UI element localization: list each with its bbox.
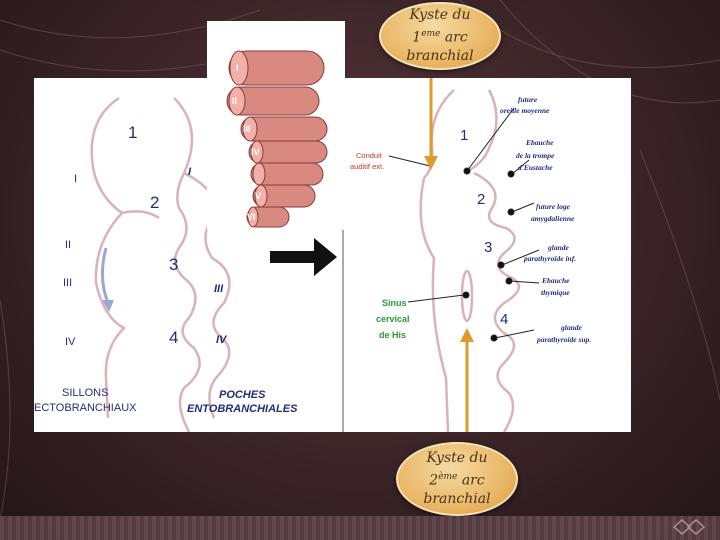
annot-loge-2: amygdalienne <box>531 214 575 223</box>
annot-parainf-2: parathyroïde inf. <box>523 254 576 263</box>
left-roman-1: I <box>74 173 77 185</box>
callout-bottom-line2: 2ème arc <box>429 468 484 491</box>
conduit-label-2: auditif ext. <box>350 162 384 171</box>
poches-label-2: ENTOBRANCHIALES <box>187 403 298 415</box>
sinus-label-3: de His <box>379 330 406 340</box>
right-roman-1: I <box>188 166 192 178</box>
pharyngeal-arches-inset: I II III IV V VI <box>207 21 345 230</box>
inset-roman-6: VI <box>247 212 256 222</box>
right-number-2: 2 <box>477 191 485 208</box>
callout-top-line1: Kyste du <box>409 6 471 23</box>
sillons-label-1: SILLONS <box>62 387 108 399</box>
sinus-label-1: Sinus <box>382 298 407 308</box>
annot-oreille-1: future <box>518 95 538 104</box>
inset-roman-5: V <box>255 191 261 201</box>
conduit-label-1: Conduit <box>356 151 383 160</box>
sinus-label-2: cervical <box>376 314 410 324</box>
callout-bottom-sup: ème <box>438 471 458 482</box>
orange-arrows <box>424 78 474 432</box>
annot-trompe-1: Ebauche <box>525 138 554 147</box>
right-number-1: 1 <box>460 127 468 144</box>
left-number-2: 2 <box>150 193 159 212</box>
left-number-4: 4 <box>169 328 178 347</box>
right-roman-4: IV <box>216 334 228 346</box>
callout-bottom-num: 2 <box>429 472 439 489</box>
inset-roman-1: I <box>236 63 239 73</box>
callout-bottom-line1: Kyste du <box>426 449 488 466</box>
annot-thym-2: thymique <box>541 288 570 297</box>
annot-parasup-1: glande <box>560 323 583 332</box>
callout-top-rest: arc <box>440 29 468 46</box>
right-pointer-lines <box>388 107 540 342</box>
left-roman-2: II <box>65 239 71 251</box>
annot-parainf-1: glande <box>547 243 570 252</box>
right-number-3: 3 <box>484 239 492 256</box>
poches-label-1: POCHES <box>219 389 266 401</box>
annot-trompe-2: de la trompe <box>516 151 555 160</box>
callout-kyste-1er-arc: Kyste du 1eme arc branchial <box>379 2 501 70</box>
corner-ornament-icon <box>672 519 706 535</box>
sillons-label-2: ECTOBRANCHIAUX <box>34 402 137 414</box>
callout-top-line3: branchial <box>406 48 474 65</box>
inset-roman-2: II <box>232 96 237 106</box>
callout-bottom-rest: arc <box>457 472 485 489</box>
left-number-1: 1 <box>128 123 137 142</box>
left-roman-3: III <box>63 277 72 289</box>
right-number-4: 4 <box>500 311 508 328</box>
callout-top-line2: 1eme arc <box>412 25 467 48</box>
annot-thym-1: Ebauche <box>541 276 570 285</box>
transition-arrow <box>270 238 337 276</box>
left-number-3: 3 <box>169 255 178 274</box>
annot-oreille-2: oreille moyenne <box>500 106 550 115</box>
inset-roman-4: IV <box>251 147 260 157</box>
inset-roman-3: III <box>243 124 251 134</box>
callout-kyste-2eme-arc: Kyste du 2ème arc branchial <box>396 442 518 516</box>
annot-loge-1: future loge <box>536 202 571 211</box>
annot-trompe-3: d'Eustache <box>518 163 553 172</box>
bottom-decoration-bar <box>0 516 720 540</box>
callout-top-num: 1 <box>412 29 422 46</box>
callout-bottom-line3: branchial <box>423 491 491 508</box>
right-pharynx-outline <box>419 89 521 432</box>
callout-top-sup: eme <box>421 28 441 39</box>
left-down-arrow <box>101 247 114 312</box>
annot-parasup-2: parathyroïde sup. <box>536 335 591 344</box>
right-roman-3: III <box>214 283 224 295</box>
left-roman-4: IV <box>65 336 76 348</box>
